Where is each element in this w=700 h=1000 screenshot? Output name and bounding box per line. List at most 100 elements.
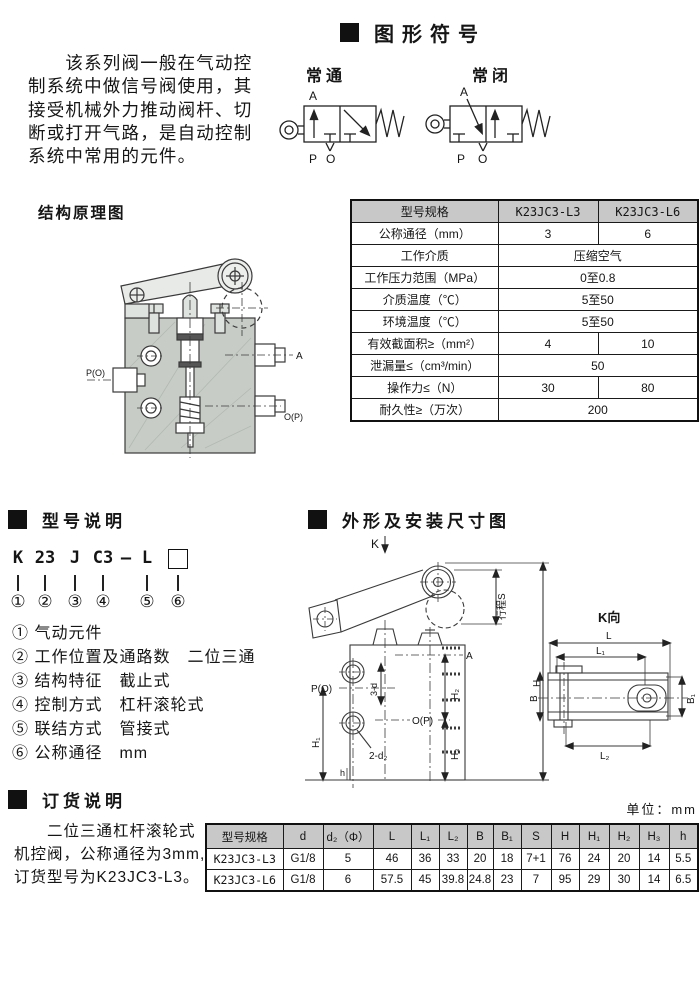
dim-cell: 20 [608,848,640,870]
ordering-heading: 订货说明 [42,792,126,811]
outline-heading: 外形及安装尺寸图 [342,512,510,531]
dim-l1-label: L₁ [596,646,606,657]
dim-col-header: d₂（Φ） [322,823,374,849]
model-code-connector [177,575,179,591]
dim-cell: 24 [578,848,610,870]
dim-cell: K23JC3-L6 [205,869,284,892]
model-code-connector [102,575,104,591]
circled-number: ③ [67,592,83,611]
outline-square-bullet [308,510,327,529]
dim-cell: 46 [372,848,412,870]
spec-value: 5至50 [497,288,699,311]
dim-cell: 57.5 [372,869,412,892]
outline-drawing: K 行程S H H₁ H₂ H₃ 3-d A P(O) O(P) 2-d₂ h [305,536,549,788]
dim-col-header: B [466,823,494,849]
model-code-connector [17,575,19,591]
dim-cell: 23 [492,869,522,892]
spec-value: 0至0.8 [497,266,699,289]
dim-cell: 14 [638,848,670,870]
unit-note: 单位：mm [626,802,697,817]
spec-value: 80 [597,376,699,399]
dim-cell: 6.5 [668,869,699,892]
port-a-label: A [309,89,317,103]
dim-l2-label: L₂ [600,751,610,762]
dim-cell: 45 [410,869,440,892]
page-title-text: 图形符号 [374,24,486,46]
port-a-label: A [460,85,468,99]
spec-value: 3 [497,222,599,245]
dimension-table: 型号规格 d d₂（Φ） L L₁ L₂ B B₁ S H H₁ H₂ H₃ h… [205,823,699,892]
dim-col-header: H₃ [638,823,670,849]
dim-cell: 20 [466,848,494,870]
model-code-diagram: K 23 J C3 — L ① ② ③ ④ ⑤ ⑥ [0,548,220,618]
ordering-square-bullet [8,790,27,809]
dim-cell: K23JC3-L3 [205,848,284,870]
dim-cell: 18 [492,848,522,870]
model-item-list: ① 气动元件 ② 工作位置及通路数 二位三通 ③ 结构特征 截止式 ④ 控制方式… [12,622,312,766]
dim-cell: 29 [578,869,610,892]
ordering-heading-row: 订货说明 [8,787,126,812]
model-code-connector [44,575,46,591]
model-heading-row: 型号说明 [8,507,126,532]
dim-h1-label: H₁ [311,737,322,748]
spec-value: 30 [497,376,599,399]
structure-port-po-label: P(O) [86,368,105,378]
dim-cell: 33 [438,848,468,870]
outline-port-op-label: O(P) [412,716,433,727]
model-item: ④ 控制方式 杠杆滚轮式 [12,697,205,714]
spec-value: 压缩空气 [497,244,699,267]
model-item: ⑥ 公称通径 mm [12,745,149,762]
model-code-part: J [69,548,81,568]
table-row: K23JC3-L6 G1/8 6 57.5 45 39.8 24.8 23 7 … [205,869,699,892]
dim-l-label: L [606,631,612,642]
dim-h3-label: H₃ [450,749,461,760]
port-p-label: P [457,152,465,166]
dim-col-header: B₁ [492,823,522,849]
spec-row-label: 工作介质 [350,244,499,267]
dim-cell: 5.5 [668,848,699,870]
dim-small-h-label: h [340,768,345,778]
dim-col-header: d [282,823,324,849]
dim-cell: 5 [322,848,374,870]
dim-cell: 6 [322,869,374,892]
model-item: ② 工作位置及通路数 二位三通 [12,649,256,666]
model-heading: 型号说明 [42,512,126,531]
port-o-label: O [478,152,487,166]
spec-value: 5至50 [497,310,699,333]
symbol-open-label: 常通 [306,68,347,85]
ordering-paragraph: 二位三通杠杆滚轮式 机控阀，公称通径为3mm, 订货型号为K23JC3-L3。 [14,823,206,886]
model-item: ⑤ 联结方式 管接式 [12,721,171,738]
dim-table-wrap: 型号规格 d d₂（Φ） L L₁ L₂ B B₁ S H H₁ H₂ H₃ h… [205,823,699,892]
dim-col-header: 型号规格 [205,823,284,849]
kview-drawing: K向 L L₁ L₂ B B₁ [530,610,696,762]
model-code-part: K [12,548,24,568]
model-code-part: C3 [92,548,114,568]
spec-col-header: K23JC3-L3 [497,199,599,223]
dim-b1-label: B₁ [686,693,696,704]
table-row: 环境温度（℃）5至50 [350,310,699,333]
circled-number: ① [10,592,26,611]
dim-cell: 7 [520,869,552,892]
spec-col-header: K23JC3-L6 [597,199,699,223]
table-row: 耐久性≥（万次）200 [350,398,699,422]
model-item: ③ 结构特征 截止式 [12,673,171,690]
dim-cell: G1/8 [282,848,324,870]
spec-value: 200 [497,398,699,422]
dim-cell: 7+1 [520,848,552,870]
port-p-label: P [309,152,317,166]
stroke-s-label: 行程S [495,593,508,620]
table-header-row: 型号规格 d d₂（Φ） L L₁ L₂ B B₁ S H H₁ H₂ H₃ h [205,823,699,849]
dim-col-header: S [520,823,552,849]
model-code-connector [146,575,148,591]
kview-direction-label: K [371,537,379,551]
table-row: 工作介质压缩空气 [350,244,699,267]
spec-value: 4 [497,332,599,355]
spec-row-label: 耐久性≥（万次） [350,398,499,422]
structure-heading: 结构原理图 [38,205,126,222]
holes-2d2-label: 2-d₂ [369,751,387,762]
title-square-bullet [340,23,359,42]
intro-paragraph: 该系列阀一般在气动控 制系统中做信号阀使用，其 接受机械外力推动阀杆、切 断或打… [28,53,253,167]
dim-cell: 24.8 [466,869,494,892]
